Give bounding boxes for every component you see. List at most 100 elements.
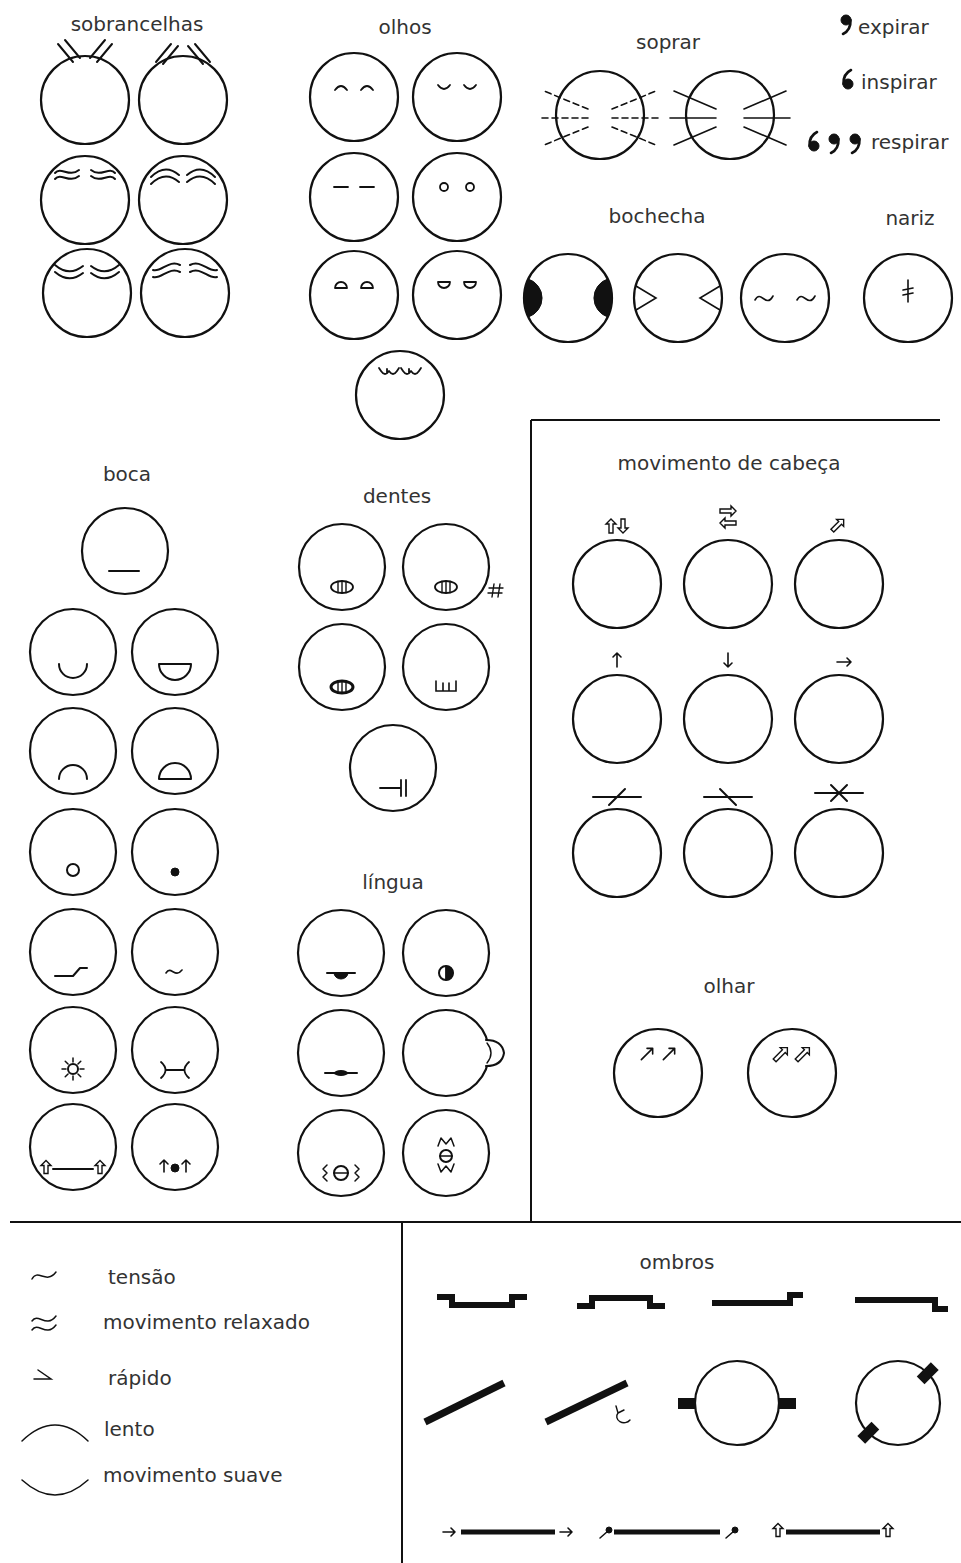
eye-mark: [440, 183, 474, 191]
eyebrow-face: [141, 249, 229, 337]
label-slot: dentes: [363, 484, 431, 508]
tongue-face: [403, 1010, 489, 1096]
blow-lines: [540, 91, 660, 145]
shoulder-stub: [778, 1398, 796, 1409]
mouth-arrow: [95, 1161, 105, 1174]
section-label: inspirar: [861, 70, 937, 94]
teeth-face: [403, 624, 489, 710]
mouth-mark: [171, 868, 179, 876]
cheek-tension: [755, 296, 815, 301]
shoulder-line: [546, 1383, 627, 1422]
legend-entry: lento: [104, 1417, 155, 1441]
label-slot: soprar: [636, 30, 700, 54]
tongue-mark: [439, 966, 453, 980]
label-slot: ombros: [640, 1250, 715, 1274]
head-circle: [795, 675, 883, 763]
symbols: [22, 15, 952, 1538]
shoulder-circle: [695, 1361, 779, 1445]
eye-mark: [334, 186, 374, 188]
shoulder-line: [855, 1300, 948, 1309]
head-circle: [684, 809, 772, 897]
section-label: dentes: [363, 484, 431, 508]
label-slot: nariz: [885, 206, 934, 230]
eye-mark: [379, 368, 421, 374]
shoulder-arrow: [883, 1524, 893, 1537]
shoulder-line: [614, 1530, 720, 1535]
legend-text: tensão: [108, 1265, 176, 1289]
cheek-puff: [594, 279, 612, 317]
head-arrow: [829, 516, 847, 534]
tongue-face: [298, 910, 384, 996]
eyebrow-mark: [58, 40, 112, 62]
mouth-mark: [59, 765, 87, 779]
panel-divider: [10, 1221, 961, 1223]
head-arrow: [618, 519, 628, 533]
shoulder-stub: [678, 1398, 696, 1409]
legend-symbol: [22, 1480, 88, 1495]
shoulder-line: [786, 1530, 880, 1535]
shoulder-pin: [600, 1531, 734, 1538]
mouth-mark: [171, 1164, 179, 1172]
exhale-glyph: [852, 139, 860, 153]
head-arrow: [720, 518, 736, 528]
section-label: língua: [362, 870, 423, 894]
mouth-face: [132, 609, 218, 695]
teeth-mark: [380, 780, 406, 796]
eye-face: [310, 251, 398, 339]
teeth-face: [403, 524, 489, 610]
eye-face: [413, 53, 501, 141]
section-label: movimento de cabeça: [618, 451, 841, 475]
eye-face: [413, 153, 501, 241]
eye-face: [356, 351, 444, 439]
mouth-arrow: [41, 1161, 51, 1174]
label-slot: respirar: [871, 130, 948, 154]
mouth-mark: [159, 664, 191, 680]
eyebrow-mark: [153, 263, 217, 277]
head-tilt: [815, 785, 863, 801]
section-label: sobrancelhas: [71, 12, 204, 36]
head-circle: [684, 675, 772, 763]
section-label: olhar: [704, 974, 755, 998]
shoulder-pin: [606, 1527, 612, 1533]
mouth-face: [30, 809, 116, 895]
mouth-mark: [59, 664, 87, 678]
cheek-face: [741, 254, 829, 342]
shoulder-line: [425, 1383, 504, 1422]
head-circle: [795, 809, 883, 897]
gaze-face: [614, 1029, 702, 1117]
tongue-mark: [334, 973, 348, 979]
gaze-arrow: [793, 1044, 813, 1064]
inhale-glyph: [843, 70, 851, 84]
teeth-face: [299, 524, 385, 610]
label-slot: boca: [103, 462, 151, 486]
shoulder-circle: [856, 1361, 940, 1445]
head-tilt: [704, 789, 752, 805]
head-arrow: [720, 506, 736, 516]
mouth-face: [132, 909, 218, 995]
head-circle: [573, 809, 661, 897]
eyebrow-mark: [55, 170, 115, 179]
eyebrow-face: [43, 249, 131, 337]
gaze-arrow: [639, 1046, 656, 1063]
inhale-glyph: [809, 132, 817, 146]
section-label: soprar: [636, 30, 700, 54]
label-slot: bochecha: [609, 204, 706, 228]
blow-face: [556, 71, 644, 159]
section-label: expirar: [858, 15, 929, 39]
tongue-mark: [446, 966, 453, 980]
eyebrow-face: [139, 56, 227, 144]
mouth-face: [82, 508, 168, 594]
mouth-face: [132, 1007, 218, 1093]
label-slot: sobrancelhas: [71, 12, 204, 36]
legend-symbol: [22, 1425, 88, 1441]
tongue-face: [403, 1110, 489, 1196]
hash-mark: [488, 584, 503, 597]
cheek-suck: [636, 286, 720, 310]
gaze-face: [748, 1029, 836, 1117]
eyebrow-mark: [151, 169, 215, 184]
shoulder-rotate: [616, 1406, 630, 1423]
eyebrow-mark: [156, 44, 210, 64]
legend-text: movimento suave: [103, 1463, 283, 1487]
eye-mark: [335, 86, 373, 90]
